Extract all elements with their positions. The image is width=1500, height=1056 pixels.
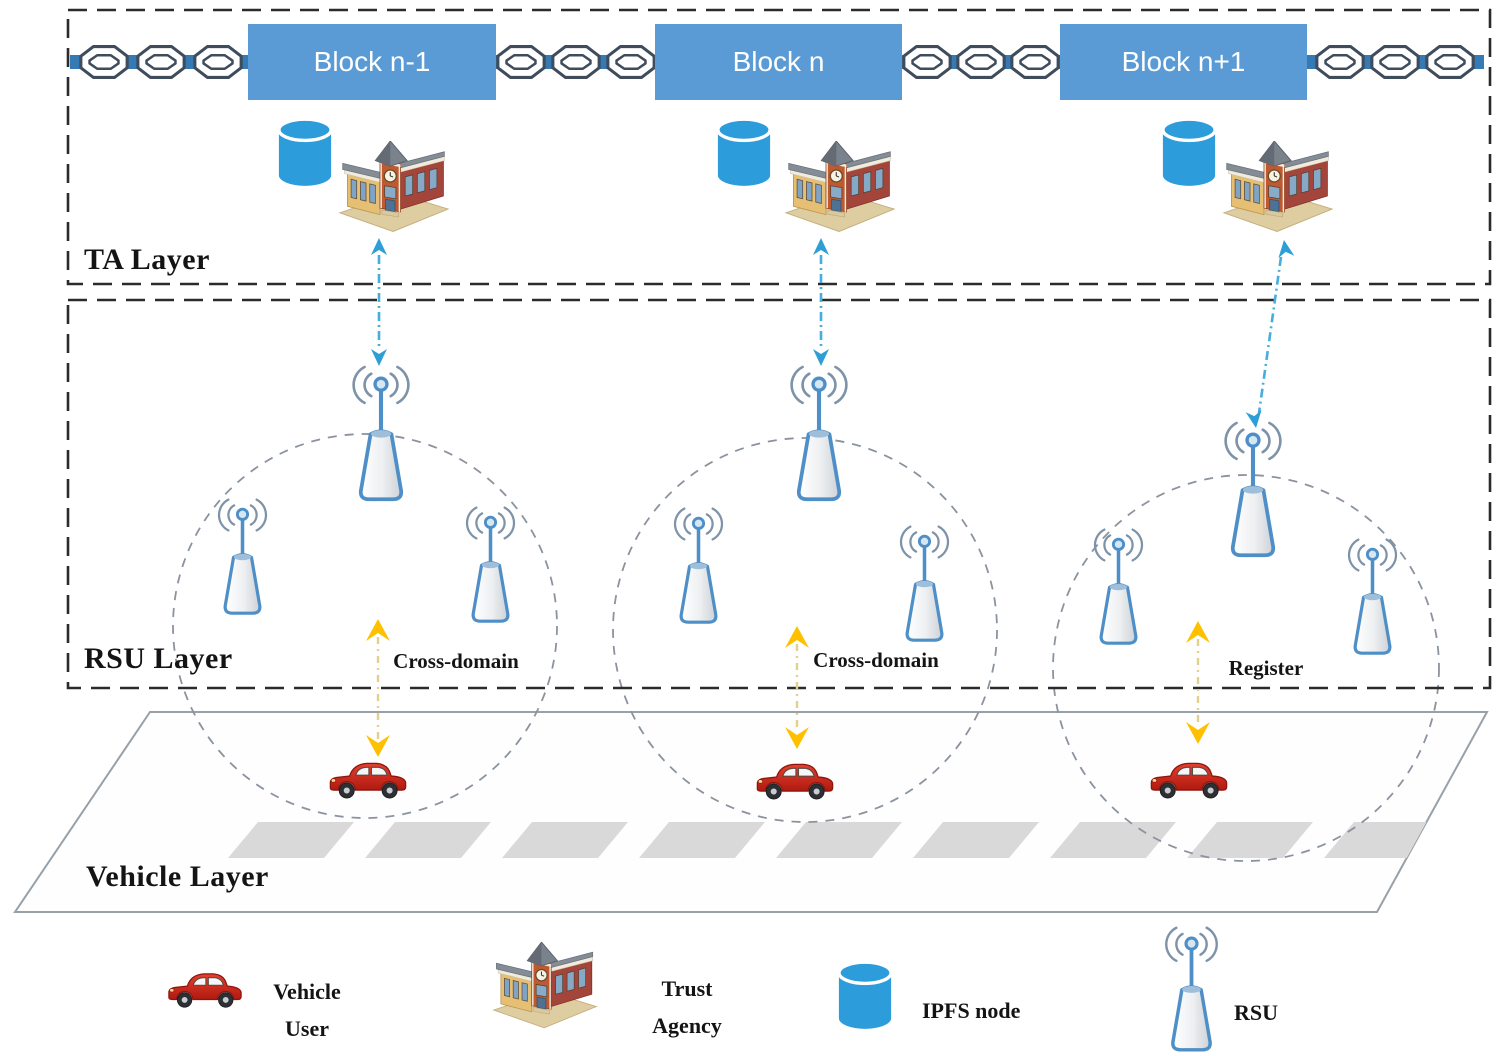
cross-domain-arrow-2 — [785, 626, 809, 749]
ta-rsu-link-arrow-3 — [1245, 240, 1295, 428]
legend-rsu-label: RSU — [1234, 1000, 1279, 1025]
lane-marking — [913, 822, 1039, 858]
lane-marking — [228, 822, 354, 858]
rsu-icon — [899, 524, 950, 642]
block-label: Block n+1 — [1121, 46, 1246, 77]
legend-line: Vehicle — [273, 979, 341, 1004]
ipfs-node-icon — [716, 117, 772, 188]
rsu-icon — [1226, 423, 1281, 555]
legend-vehicle-user-label: Vehicle User — [237, 973, 377, 1047]
lane-marking — [365, 822, 491, 858]
lane-marking — [776, 822, 902, 858]
domain-circle-1 — [172, 433, 558, 819]
cross-domain-label-1: Cross-domain — [393, 649, 519, 673]
lane-marking — [1187, 822, 1313, 858]
legend-line: Trust — [661, 976, 713, 1001]
chain-link-icon — [79, 44, 129, 80]
chain-link-icon — [496, 44, 546, 80]
legend-line: Agency — [652, 1013, 722, 1038]
cross-domain-label-2: Cross-domain — [813, 648, 939, 672]
chain-link-icon — [1315, 44, 1365, 80]
legend-trust-agency-label: Trust Agency — [617, 970, 757, 1044]
rsu-icon — [673, 506, 724, 624]
trust-agency-icon — [339, 141, 449, 233]
blockchain-chain — [70, 44, 1484, 80]
chain-link-icon — [551, 44, 601, 80]
domain-circle-2 — [612, 437, 998, 823]
rsu-icon — [1347, 537, 1398, 655]
trust-agency-icon — [1223, 141, 1333, 233]
legend-vehicle-icon — [168, 973, 242, 1008]
block-label: Block n — [732, 46, 825, 77]
block-n-minus-1: Block n-1 — [248, 24, 496, 100]
register-label: Register — [1228, 656, 1304, 680]
lane-marking — [502, 822, 628, 858]
ta-layer-label: TA Layer — [84, 243, 210, 276]
legend-rsu-icon — [1164, 925, 1219, 1052]
legend-ipfs-node-label: IPFS node — [922, 998, 1021, 1023]
block-n: Block n — [655, 24, 902, 100]
legend-ipfs-node-icon — [837, 960, 893, 1031]
rsu-icon — [465, 505, 516, 623]
chain-link-icon — [1010, 44, 1060, 80]
ipfs-node-icon — [1161, 117, 1217, 188]
trust-agency-icon — [785, 141, 895, 233]
ta-rsu-link-arrow-1 — [371, 238, 387, 366]
chain-link-icon — [606, 44, 656, 80]
ta-layer-box — [66, 8, 1492, 286]
register-arrow — [1186, 621, 1210, 744]
chain-link-icon — [136, 44, 186, 80]
chain-link-icon — [956, 44, 1006, 80]
rsu-icon — [792, 367, 847, 499]
cross-domain-arrow-1 — [366, 619, 390, 757]
vehicle-layer-label: Vehicle Layer — [86, 860, 269, 893]
chain-link-icon — [902, 44, 952, 80]
chain-link-icon — [1370, 44, 1420, 80]
road-plane — [13, 711, 1489, 913]
domain-circle-3 — [1052, 474, 1440, 862]
legend-trust-agency-icon — [493, 942, 597, 1029]
rsu-icon — [1093, 527, 1144, 645]
lane-marking — [1050, 822, 1176, 858]
rsu-layer-box — [66, 298, 1492, 690]
block-label: Block n-1 — [313, 46, 431, 77]
rsu-layer-label: RSU Layer — [84, 642, 233, 675]
rsu-icon — [217, 497, 268, 615]
lane-markings — [228, 822, 1450, 858]
chain-link-icon — [193, 44, 243, 80]
legend-line: User — [285, 1016, 329, 1041]
chain-link-icon — [1425, 44, 1475, 80]
ta-rsu-link-arrow-2 — [813, 238, 829, 366]
ipfs-node-icon — [277, 117, 333, 188]
block-n-plus-1: Block n+1 — [1060, 24, 1307, 100]
lane-marking — [639, 822, 765, 858]
